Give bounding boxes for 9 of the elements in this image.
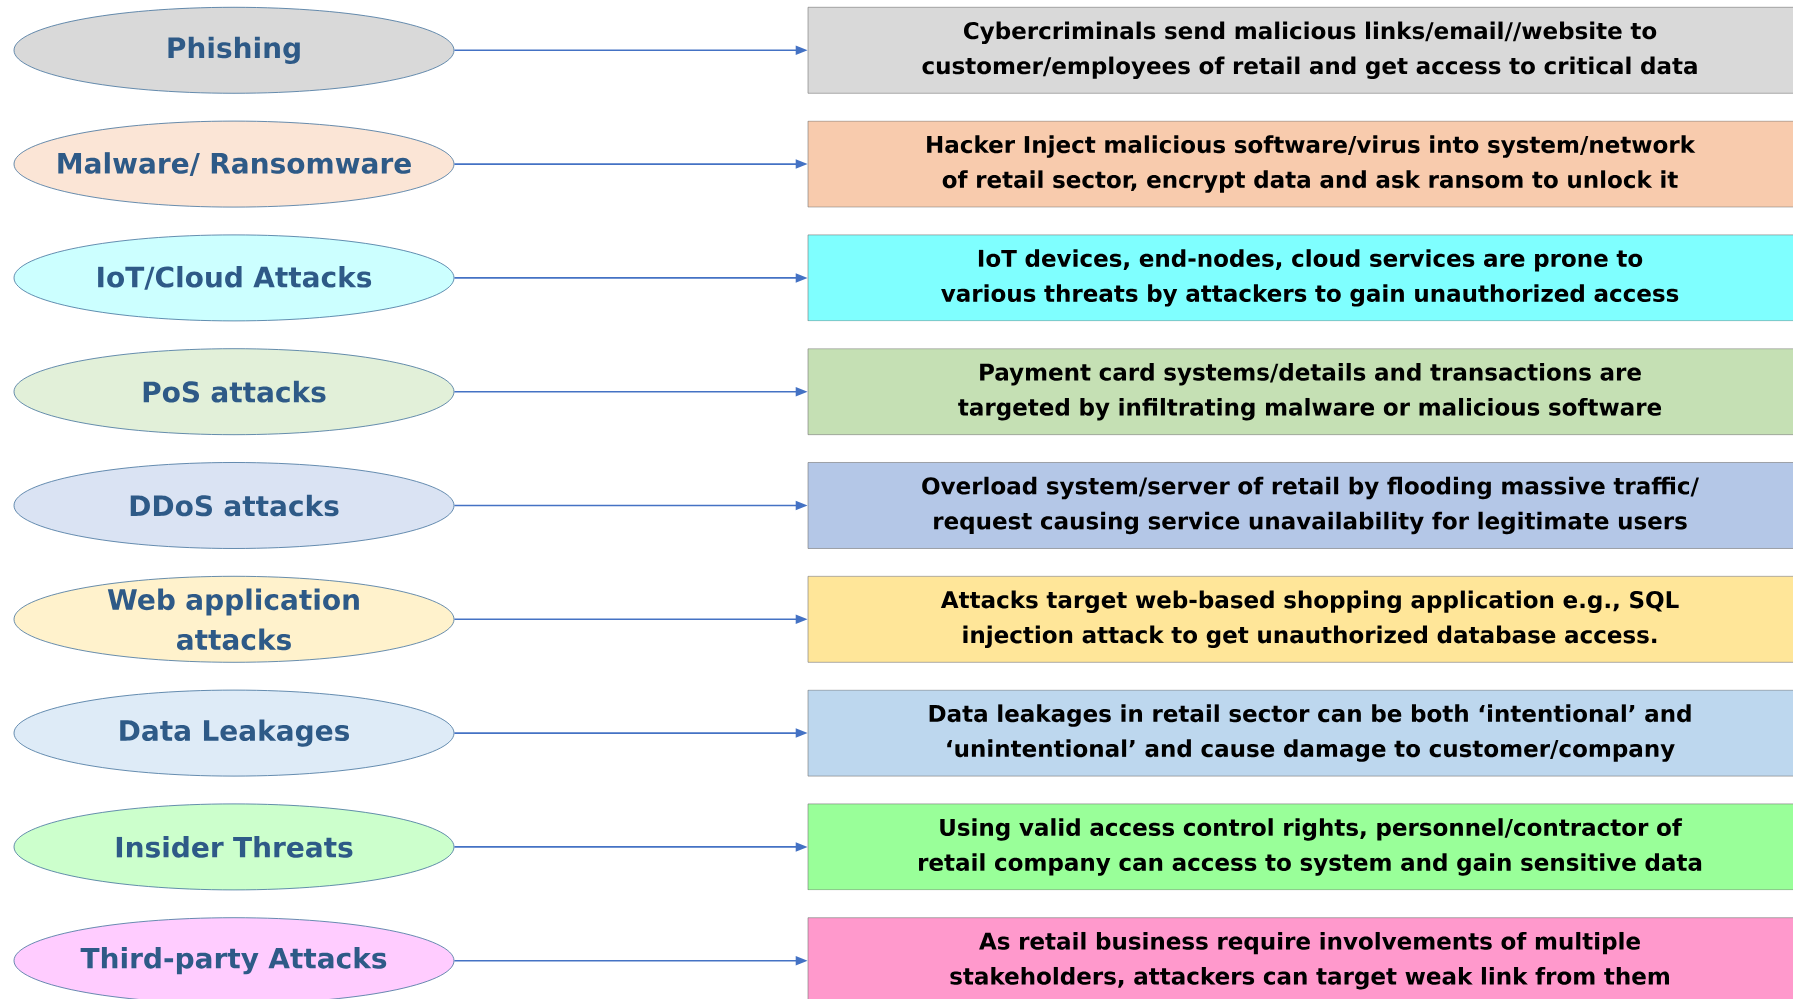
description-box: Payment card systems/details and transactions are targeted by infiltrating malware or malicious software (807, 348, 1793, 435)
description-box: Attacks target web-based shopping application e.g., SQL injection attack to get unauthorized database access. (807, 576, 1793, 663)
description-box: As retail business require involvements of multiple stakeholders, attackers can target weak link from them (807, 917, 1793, 999)
description-box: Using valid access control rights, personnel/contractor of retail company can access to system and gain sensitive data (807, 803, 1793, 891)
description-box: Cybercriminals send malicious links/email//website to customer/employees of retail and get access to critical data (807, 7, 1793, 94)
description-box: Hacker Inject malicious software/virus into system/network of retail sector, encrypt data and ask ransom to unlock it (807, 120, 1793, 208)
description-box: IoT devices, end-nodes, cloud services are prone to various threats by attackers to gain unauthorized access (807, 234, 1793, 322)
description-box: Overload system/server of retail by flooding massive traffic/ request causing service unavailability for legitimate users (807, 462, 1793, 549)
description-box: Data leakages in retail sector can be both ‘intentional’ and ‘unintentional’ and cause damage to customer/company (807, 689, 1793, 777)
